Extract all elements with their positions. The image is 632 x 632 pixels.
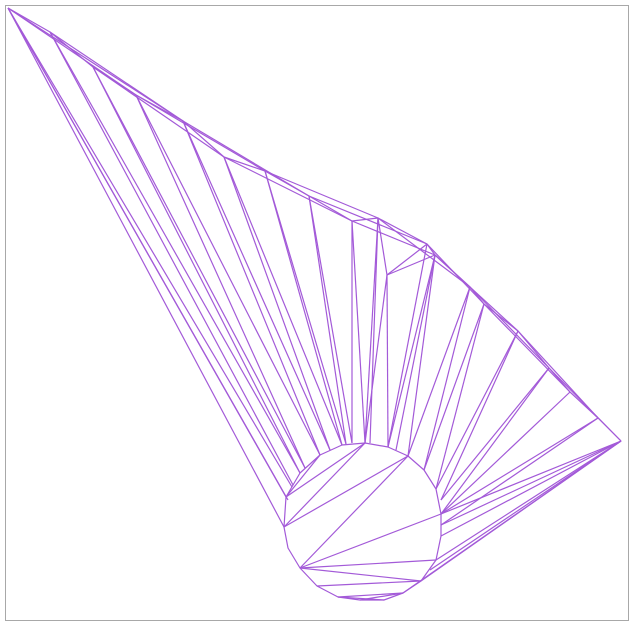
cross-edge: [135, 94, 266, 172]
fan-edge: [49, 31, 301, 474]
cross-edge: [92, 66, 225, 158]
inner-edge: [285, 454, 321, 498]
cross-edge: [386, 274, 389, 448]
cross-edge: [469, 286, 550, 369]
cross-edge: [548, 367, 622, 442]
fan-edge: [92, 66, 306, 469]
fan-edge: [423, 286, 471, 471]
cross-edge: [223, 156, 353, 222]
fan-edge: [364, 217, 379, 444]
fan-edge: [440, 367, 550, 515]
fan-edge: [7, 7, 289, 501]
fan-edge: [135, 94, 306, 469]
fan-edge: [92, 66, 301, 474]
fan-edge: [264, 170, 347, 445]
inner-edge: [283, 442, 366, 528]
circle-boundary: [283, 442, 442, 601]
fan-edge: [223, 156, 331, 451]
fan-edge: [387, 243, 428, 448]
fan-edge: [223, 156, 343, 446]
inner-edge: [299, 513, 442, 569]
fan-edge: [395, 254, 436, 451]
inner-edge: [359, 592, 404, 601]
cross-edge: [483, 303, 571, 393]
fan-edge: [440, 417, 599, 526]
fan-edge: [135, 94, 321, 456]
fan-edge: [387, 254, 436, 448]
cross-edge: [264, 170, 379, 219]
cross-edge: [377, 217, 388, 276]
cross-edge: [351, 220, 436, 256]
inner-edge: [316, 580, 422, 587]
fan-edge: [429, 440, 622, 571]
cross-edge: [7, 7, 137, 96]
inner-edge: [299, 567, 422, 582]
fan-edge: [423, 303, 485, 471]
fan-edge: [440, 391, 571, 515]
inner-edge: [283, 455, 409, 528]
fan-edge: [407, 254, 436, 457]
cross-edge: [386, 243, 428, 276]
inner-edge: [285, 442, 366, 498]
inner-edge: [299, 455, 409, 569]
cross-edge: [377, 217, 471, 288]
lower-boundary-edge: [440, 440, 622, 537]
cross-edge: [49, 31, 184, 122]
lower-boundary-edge: [402, 440, 622, 594]
canvas-border: [5, 5, 629, 621]
fan-edge: [440, 330, 519, 501]
fan-edge: [182, 120, 331, 451]
mesh-edges: [7, 7, 622, 601]
cross-edge: [308, 195, 428, 245]
fan-edge: [351, 220, 366, 444]
fan-edge: [435, 330, 519, 490]
fan-edge: [435, 440, 622, 561]
fan-edge: [407, 286, 471, 457]
fan-edge: [440, 367, 550, 501]
fan-edge: [264, 170, 343, 446]
fan-edge: [440, 440, 622, 515]
fan-edge: [440, 440, 622, 526]
fan-edge: [308, 195, 347, 445]
left-boundary-edge: [7, 7, 285, 528]
inner-edge: [299, 559, 437, 569]
fan-edge: [369, 217, 379, 444]
inner-edge: [337, 592, 404, 598]
fan-edge: [49, 31, 294, 486]
fan-edge: [182, 120, 321, 456]
inner-edge: [337, 596, 385, 601]
fan-edge: [440, 417, 599, 515]
cross-edge: [182, 120, 310, 197]
fan-edge: [308, 195, 353, 444]
fan-edge: [435, 303, 485, 490]
cross-edge: [364, 274, 388, 444]
cross-edge: [386, 254, 436, 276]
fan-edge: [7, 7, 293, 488]
